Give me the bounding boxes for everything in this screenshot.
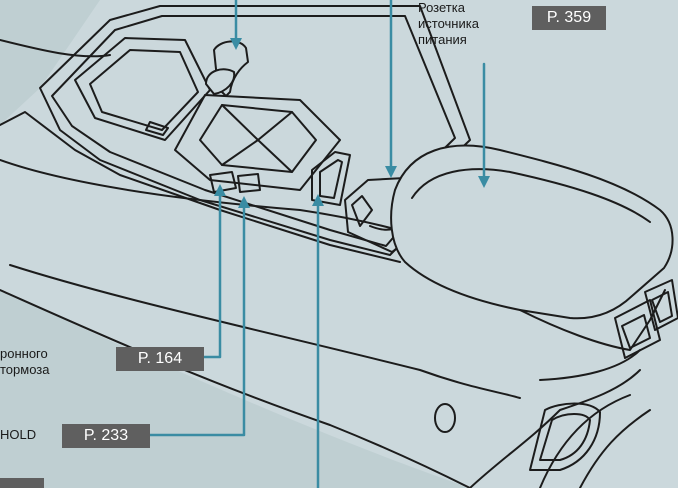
power-outlet-page-ref[interactable]: P. 359 (532, 6, 606, 30)
brake-label: ронного тормоза (0, 346, 49, 378)
power-outlet-label: Розетка источника питания (418, 0, 479, 48)
power-outlet-label-line-1: Розетка (418, 0, 465, 15)
power-outlet-label-line-2: источника (418, 16, 479, 31)
brake-label-line-2: тормоза (0, 362, 50, 377)
hold-label: HOLD (0, 427, 37, 442)
pointer-lines (148, 0, 486, 488)
brake-label-line-1: ронного (0, 346, 48, 361)
pointer-arrowheads (214, 38, 490, 208)
cropped-page-ref-badge (0, 478, 44, 488)
brake-page-ref[interactable]: P. 164 (116, 347, 204, 371)
hold-page-ref[interactable]: P. 233 (62, 424, 150, 448)
power-outlet-label-line-3: питания (418, 32, 467, 47)
